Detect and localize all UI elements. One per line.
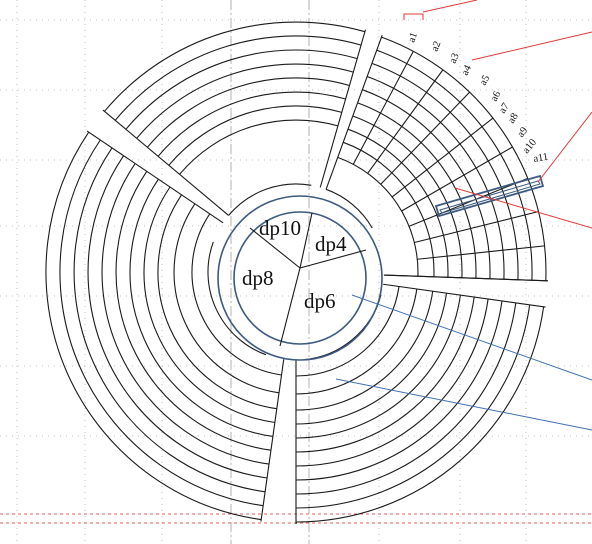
slot-wall-5	[260, 359, 285, 522]
arc-group-top-ring-5	[168, 105, 342, 166]
arc-group-right-ring-6	[357, 102, 477, 279]
sector-label-dp4: dp4	[315, 232, 347, 256]
arc-group-left-ring-2	[173, 203, 280, 394]
ring-label-a4: a4	[460, 63, 475, 77]
arc-group-right-ring-2	[337, 156, 419, 277]
ring-cell-divider-4	[401, 146, 513, 212]
sector-labels: dp10 dp4 dp8 dp6	[242, 216, 347, 313]
highlight-box-inner	[439, 180, 541, 214]
slot-wall-1	[325, 35, 383, 190]
arc-group-right-ring-10	[376, 49, 533, 281]
ring-label-a1: a1	[406, 31, 420, 44]
ring-label-a5: a5	[478, 73, 492, 87]
leader-line-2	[471, 31, 592, 61]
inner-ring-segment-1	[325, 188, 373, 229]
slot-wall-7	[383, 283, 546, 308]
sector-label-dp6: dp6	[304, 289, 336, 313]
leader-line-4	[454, 187, 592, 229]
a1-bracket	[403, 13, 424, 20]
leader-line-3	[537, 111, 592, 183]
slot-wall-2	[319, 29, 366, 188]
hub-sector-divider-3	[249, 227, 301, 269]
slot-wall-4	[86, 130, 224, 224]
sector-label-dp8: dp8	[242, 266, 274, 290]
hub-sector-divider-1	[299, 212, 313, 269]
arc-group-left-ring-7	[101, 163, 270, 465]
ring-label-a9: a9	[516, 125, 531, 139]
arc-group-bottom-ring-6	[295, 297, 475, 453]
ring-label-a11: a11	[533, 152, 549, 165]
arc-group-bottom-ring-5	[295, 295, 461, 439]
slot-wall-3	[102, 109, 229, 216]
arc-group-right-ring-5	[352, 115, 463, 278]
ring-cell-divider-8	[352, 51, 414, 165]
arc-group-top-ring-4	[179, 119, 339, 175]
arc-group-left-ring-1	[191, 213, 282, 376]
leader-line-6	[335, 378, 592, 431]
ring-cell-divider-1	[417, 245, 545, 260]
ring-cell-divider-6	[380, 91, 471, 185]
ring-cell-divider-3	[408, 177, 529, 227]
ring-label-a3: a3	[448, 52, 462, 66]
arc-group-bottom-ring-9	[295, 302, 517, 495]
arc-group-left-ring-10	[59, 139, 264, 507]
inner-ring-segment-3	[207, 241, 267, 356]
concentric-arcs	[45, 21, 547, 523]
inner-ring-inner	[233, 211, 367, 345]
arc-group-left-ring-3	[157, 194, 277, 410]
ring-label-a7: a7	[497, 101, 512, 115]
leader-line-5	[351, 294, 592, 381]
highlight-box-outer	[434, 174, 545, 218]
arc-group-bottom-ring-10	[295, 304, 531, 509]
arc-group-right-ring-8	[366, 75, 505, 280]
radial-slot-walls	[86, 29, 548, 524]
arc-group-right-ring-11	[381, 36, 547, 281]
arc-group-left-ring-8	[87, 155, 268, 479]
arc-group-bottom-ring-11	[295, 306, 545, 523]
ring-cell-divider-2	[414, 210, 539, 244]
arc-group-bottom-ring-3	[295, 291, 434, 411]
arc-group-left-ring-4	[143, 186, 275, 424]
highlighted-slot-box	[434, 174, 545, 218]
arc-group-top-ring-7	[146, 77, 350, 148]
leader-line-1	[422, 0, 478, 13]
arc-group-left-ring-11	[45, 131, 262, 521]
arc-group-bottom-ring-7	[295, 298, 489, 467]
arc-group-top-ring-11	[104, 21, 366, 112]
arc-group-left-ring-5	[129, 178, 273, 437]
arc-group-bottom-ring-8	[295, 300, 503, 481]
hub-sector-divider-2	[299, 249, 367, 269]
arc-group-bottom-ring-2	[295, 288, 418, 395]
arc-group-top-ring-6	[157, 91, 346, 157]
arc-group-top-ring-8	[136, 63, 354, 139]
ring-label-a6: a6	[489, 89, 503, 103]
ring-label-a8: a8	[506, 111, 521, 125]
inner-ring-segment-2	[228, 183, 312, 216]
arc-group-right-ring-7	[362, 89, 491, 279]
arc-group-bottom-ring-1	[295, 286, 400, 377]
sector-label-dp10: dp10	[259, 216, 301, 240]
slot-wall-9	[383, 274, 548, 282]
hub-sector-divider-4	[279, 267, 301, 347]
inner-ring-outer	[217, 195, 383, 361]
arc-group-left-ring-9	[73, 147, 266, 493]
arc-group-right-ring-3	[343, 141, 435, 277]
arc-group-top-ring-9	[125, 49, 358, 130]
arc-group-top-ring-10	[114, 35, 362, 121]
arc-group-right-ring-4	[347, 128, 449, 278]
ring-label-a2: a2	[430, 40, 444, 53]
leader-lines	[335, 0, 592, 431]
arc-group-right-ring-9	[371, 62, 519, 280]
arc-group-bottom-ring-4	[295, 293, 448, 425]
arc-group-left-ring-6	[115, 170, 271, 451]
ring-cell-divider-7	[367, 69, 444, 174]
ring-cell-grid	[352, 51, 545, 260]
ring-cell-divider-5	[391, 117, 494, 198]
inner-ring	[217, 195, 383, 361]
